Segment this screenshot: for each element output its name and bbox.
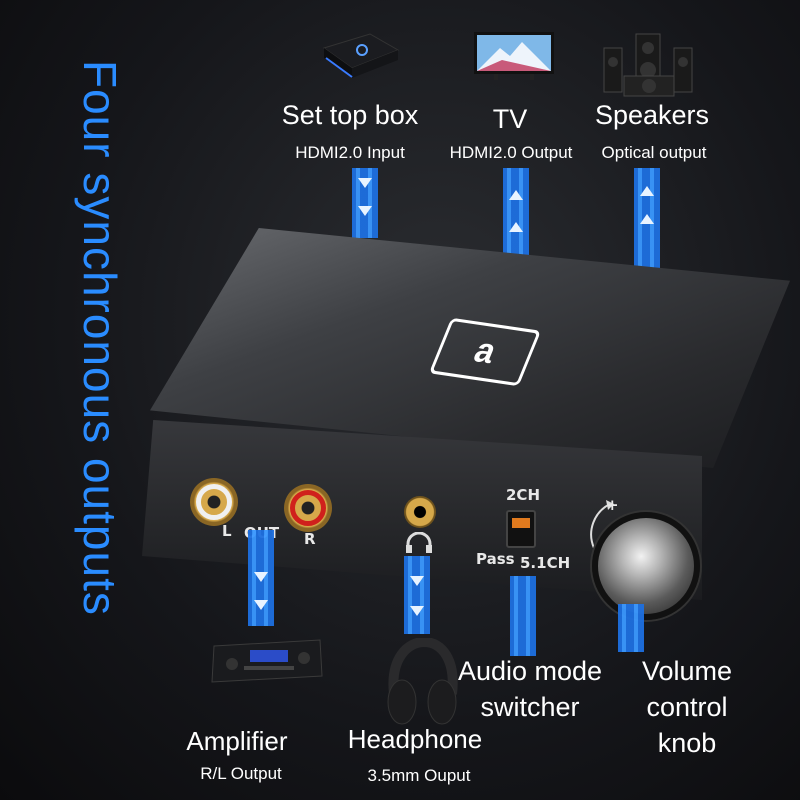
output-cable-headphone (404, 556, 430, 634)
output-cable-volume (618, 604, 644, 652)
arrow-up-icon (509, 222, 523, 232)
headphone-jack[interactable] (404, 496, 436, 528)
output-name-headphone: Headphone (347, 724, 483, 754)
headphone-symbol-icon (406, 532, 432, 553)
arrow-down-icon (358, 206, 372, 216)
arrow-down-icon (254, 600, 268, 610)
input-port-tv: HDMI2.0 Output (449, 143, 573, 162)
output-cable-switcher (510, 576, 536, 656)
arrow-down-icon (254, 572, 268, 582)
arrow-down-icon (410, 606, 424, 616)
output-name-volume-line1: Volume (641, 656, 733, 686)
rca-left-jack[interactable] (190, 478, 238, 526)
switch-nub (512, 518, 530, 528)
input-name-speakers: Speakers (594, 100, 710, 130)
switch-51ch-label: 5.1CH (520, 554, 571, 572)
rca-right-jack[interactable] (284, 484, 332, 532)
arrow-down-icon (358, 178, 372, 188)
headphone-icon (387, 638, 458, 725)
input-port-speakers: Optical output (601, 143, 707, 162)
arrow-up-icon (640, 186, 654, 196)
input-port-set-top-box: HDMI2.0 Input (295, 143, 405, 162)
input-name-tv: TV (492, 104, 528, 134)
rca-left-label: L (222, 522, 232, 540)
switch-2ch-label: 2CH (506, 486, 540, 504)
tv-icon (474, 32, 554, 80)
arrow-up-icon (640, 214, 654, 224)
volume-knob[interactable] (592, 512, 700, 620)
output-name-switcher-line1: Audio mode (457, 656, 603, 686)
output-name-switcher-line2: switcher (480, 692, 580, 722)
volume-arc-icon (590, 500, 614, 549)
input-name-set-top-box: Set top box (281, 100, 419, 130)
output-name-volume-line3: knob (657, 728, 717, 758)
output-name-amplifier: Amplifier (186, 726, 288, 756)
side-title-text: Four synchronous outputs (74, 60, 126, 616)
output-port-amplifier: R/L Output (200, 764, 282, 783)
arrow-down-icon (410, 576, 424, 586)
volume-plus-label: + (606, 496, 619, 514)
rca-right-label: R (304, 530, 316, 548)
set-top-box-icon (322, 33, 400, 78)
switch-pass-label: Pass (476, 550, 515, 568)
amplifier-icon (211, 639, 323, 683)
side-title: Four synchronous outputs (40, 60, 160, 760)
output-name-volume-line2: control (646, 692, 728, 722)
speakers-icon (603, 33, 693, 97)
audio-mode-switch[interactable] (506, 510, 536, 548)
output-port-headphone: 3.5mm Ouput (367, 766, 471, 785)
arrow-up-icon (509, 190, 523, 200)
input-cable-tv (503, 168, 529, 256)
